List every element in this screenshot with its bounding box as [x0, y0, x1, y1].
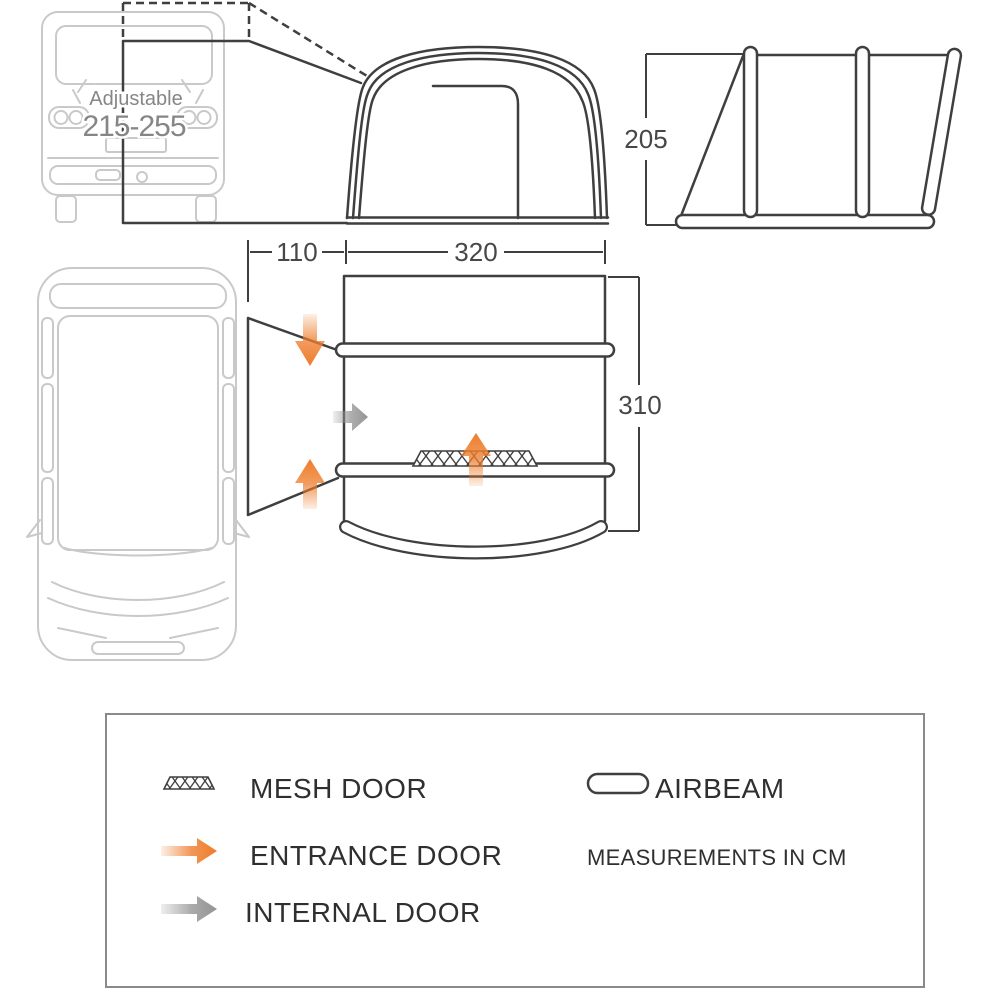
entrance-arrow-bottom	[295, 459, 325, 509]
legend-internal-door-label: INTERNAL DOOR	[245, 897, 481, 928]
dim-320-label: 320	[454, 237, 497, 267]
internal-door-arrow	[333, 403, 368, 431]
entrance-arrow-top	[295, 314, 325, 366]
side-base-airbeam	[674, 213, 936, 230]
dim-310-label: 310	[618, 390, 661, 420]
front-door-outline	[431, 84, 520, 220]
diagram-canvas: Adjustable 215-255 110 320 205	[26, 1, 963, 661]
airbeam-icon	[586, 772, 652, 796]
measurements-note: MEASUREMENTS IN CM	[587, 845, 847, 870]
dimension-320: 320	[345, 234, 606, 270]
awning-tunnel-overlay	[121, 1, 368, 225]
internal-door-arrow-icon	[161, 894, 219, 924]
awning-front-view	[345, 45, 610, 225]
dim-110-label: 110	[276, 237, 317, 267]
airbeam-1	[334, 342, 616, 358]
legend-entrance-door-label: ENTRANCE DOOR	[250, 840, 503, 871]
legend-box: MESH DOOR ENTRANCE DOOR	[105, 713, 925, 988]
dim-205-label: 205	[624, 124, 667, 154]
side-airbeam-3	[920, 47, 963, 216]
height-range-label: 215-255	[82, 110, 185, 143]
legend-mesh-door-label: MESH DOOR	[250, 773, 428, 804]
mesh-door-icon	[160, 774, 218, 792]
van-rear-labels: Adjustable 215-255	[80, 86, 189, 146]
adjustable-label: Adjustable	[89, 88, 182, 110]
awning-floorplan	[295, 274, 616, 560]
entrance-door-arrow-icon	[161, 836, 219, 866]
tunnel-plan	[246, 316, 342, 517]
side-airbeam-1	[742, 45, 759, 219]
van-rear-outline	[41, 11, 225, 223]
dimension-110: 110	[247, 234, 347, 302]
dimension-310: 310	[608, 276, 665, 532]
entrance-arrow-front	[461, 433, 491, 486]
side-elevation-view	[674, 45, 963, 230]
van-top-outline	[26, 267, 250, 661]
legend-airbeam-label: AIRBEAM	[655, 773, 785, 804]
side-airbeam-2	[854, 45, 871, 219]
dimension-205: 205	[621, 53, 743, 226]
